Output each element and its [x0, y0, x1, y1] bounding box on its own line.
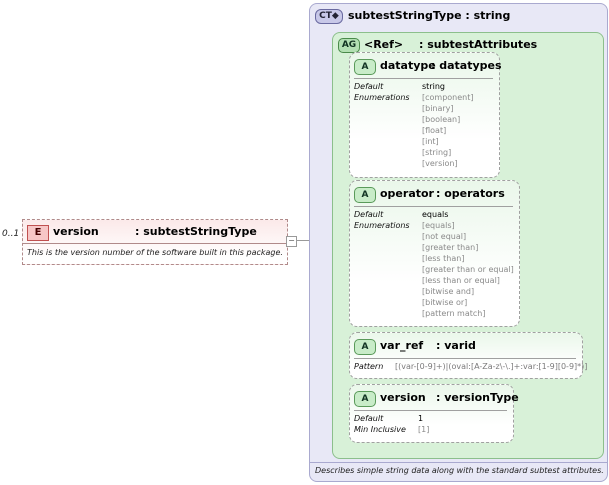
enumeration-value: [less than or equal] [422, 276, 500, 285]
attribute-name: var_ref [380, 339, 424, 352]
default-value: 1 [418, 414, 424, 423]
attribute-divider [354, 78, 493, 79]
collapse-toggle[interactable]: − [286, 236, 297, 247]
enumeration-value: [version] [422, 159, 458, 168]
enumeration-value: [string] [422, 148, 452, 157]
element-version[interactable]: E version : subtestStringType This is th… [22, 219, 288, 265]
attribute-name: version [380, 391, 426, 404]
attribute-var-ref[interactable]: A var_ref : varid Pattern [(var-[0-9]+)|… [349, 332, 587, 379]
default-label: Default [354, 82, 384, 91]
enumerations-label: Enumerations [354, 93, 410, 102]
complex-type-title: subtestStringType : string [348, 9, 511, 22]
enumeration-value: [component] [422, 93, 474, 102]
attribute-group-ref: <Ref> [364, 38, 404, 51]
enumeration-value: [pattern match] [422, 309, 486, 318]
enumeration-value: [int] [422, 137, 439, 146]
element-header: E version : subtestStringType [23, 220, 287, 244]
attribute-operator[interactable]: A operator : operators Default equals En… [349, 180, 520, 327]
attribute-badge: A [354, 391, 376, 407]
attribute-badge: A [354, 59, 376, 75]
attribute-type: : operators [436, 187, 505, 200]
element-name: version [53, 225, 99, 238]
min-inclusive-value: [1] [418, 425, 430, 434]
element-cardinality: 0..1 [2, 229, 20, 239]
enumeration-value: [equals] [422, 221, 455, 230]
complex-type-badge: CT◆ [315, 9, 343, 24]
default-label: Default [354, 414, 384, 423]
enumerations-label: Enumerations [354, 221, 410, 230]
attribute-group-name: : subtestAttributes [419, 38, 538, 51]
min-inclusive-label: Min Inclusive [354, 425, 406, 434]
pattern-value: [(var-[0-9]+)|(oval:[A-Za-z\-\.]+:var:[1… [395, 362, 588, 371]
enumeration-value: [bitwise or] [422, 298, 468, 307]
default-label: Default [354, 210, 384, 219]
attribute-type: : datatypes [431, 59, 502, 72]
default-value: equals [422, 210, 449, 219]
attribute-divider [354, 206, 513, 207]
attribute-badge: A [354, 339, 376, 355]
attribute-version[interactable]: A version : versionType Default 1 Min In… [349, 384, 519, 443]
complex-type-documentation: Describes simple string data along with … [315, 466, 604, 475]
enumeration-value: [binary] [422, 104, 454, 113]
attribute-badge: A [354, 187, 376, 203]
enumeration-value: [not equal] [422, 232, 467, 241]
complex-type-doc-divider [310, 462, 607, 463]
default-value: string [422, 82, 445, 91]
pattern-label: Pattern [354, 362, 384, 371]
enumeration-value: [less than] [422, 254, 465, 263]
attribute-type: : versionType [436, 391, 519, 404]
attribute-group-badge: AG [338, 38, 360, 53]
attribute-name: datatype [380, 59, 436, 72]
attribute-type: : varid [436, 339, 476, 352]
enumeration-value: [bitwise and] [422, 287, 475, 296]
element-badge: E [27, 225, 49, 241]
enumeration-value: [greater than] [422, 243, 479, 252]
attribute-datatype[interactable]: A datatype : datatypes Default string En… [349, 52, 502, 178]
enumeration-value: [greater than or equal] [422, 265, 514, 274]
connector-element-to-type [295, 240, 309, 241]
enumeration-value: [float] [422, 126, 447, 135]
element-documentation: This is the version number of the softwa… [27, 248, 283, 257]
attribute-name: operator [380, 187, 434, 200]
attribute-divider [354, 358, 576, 359]
enumeration-value: [boolean] [422, 115, 461, 124]
element-type: : subtestStringType [135, 225, 257, 238]
attribute-divider [354, 410, 507, 411]
